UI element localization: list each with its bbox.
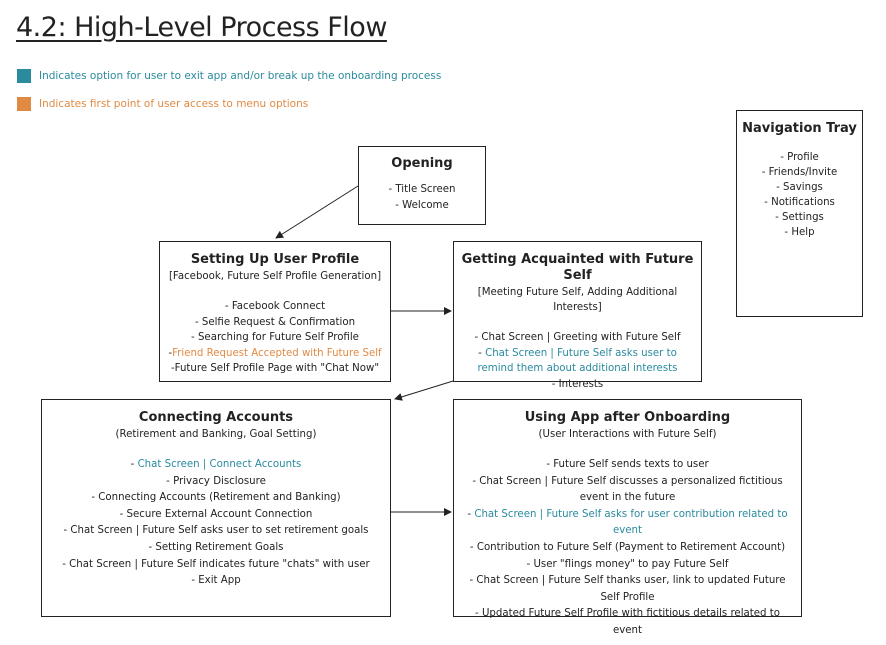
list-item: - Selfie Request & Confirmation — [194, 316, 356, 328]
box-subtitle: (Retirement and Banking, Goal Setting) — [115, 429, 317, 440]
list-item: - Updated Future Self Profile with ficti… — [475, 608, 780, 636]
list-item: - Chat Screen | Future Self indicates fu… — [62, 558, 370, 570]
list-item: - Chat Screen | Future Self asks for use… — [464, 507, 791, 540]
list-item: - Chat Screen | Future Self asks user to… — [468, 346, 687, 377]
accounts-box: Connecting Accounts (Retirement and Bank… — [41, 399, 391, 617]
box-title: Setting Up User Profile — [190, 252, 360, 267]
list-item: - User "flings money" to pay Future Self — [526, 558, 729, 570]
exit-option-text: Chat Screen | Future Self asks user to r… — [477, 347, 678, 375]
profile-box: Setting Up User Profile [Facebook, Futur… — [159, 241, 391, 382]
box-title: Connecting Accounts — [138, 410, 294, 425]
list-item: - Contribution to Future Self (Payment t… — [469, 541, 786, 553]
box-title: Navigation Tray — [742, 121, 857, 136]
legend-item-exit: Indicates option for user to exit app an… — [17, 69, 441, 83]
box-subtitle: [Meeting Future Self, Adding Additional … — [477, 287, 678, 313]
list-item: - Connecting Accounts (Retirement and Ba… — [91, 492, 341, 504]
nav-tray-item: - Settings — [775, 212, 824, 223]
acquainted-box: Getting Acquainted with Future Self [Mee… — [453, 241, 702, 390]
teal-swatch — [17, 69, 31, 83]
box-title: Using App after Onboarding — [524, 410, 731, 425]
arrow-acquainted-to-accounts — [394, 380, 454, 401]
list-item: - Chat Screen | Future Self asks user to… — [63, 525, 369, 537]
list-item: - Chat Screen | Greeting with Future Sel… — [474, 332, 681, 343]
box-title: Getting Acquainted with Future Self — [461, 252, 694, 283]
legend-text: Indicates first point of user access to … — [39, 98, 309, 110]
nav-tray-item: - Profile — [780, 152, 819, 163]
list-item: - Searching for Future Self Profile — [191, 332, 359, 343]
item-prefix: - — [168, 347, 173, 359]
exit-option-text: Chat Screen | Connect Accounts — [137, 459, 302, 470]
list-item: -Future Self Profile Page with "Chat Now… — [170, 363, 380, 374]
list-item: - Facebook Connect — [224, 301, 326, 312]
page-title: 4.2: High-Level Process Flow — [16, 12, 387, 43]
list-item: -Friend Request Accepted with Future Sel… — [160, 346, 390, 362]
list-item: - Welcome — [395, 199, 449, 211]
item-prefix: - — [467, 508, 475, 520]
orange-swatch — [17, 97, 31, 111]
list-item: - Setting Retirement Goals — [148, 541, 284, 553]
list-item: - Secure External Account Connection — [119, 508, 313, 520]
menu-access-text: Friend Request Accepted with Future Self — [172, 347, 382, 359]
nav-tray-item: - Savings — [776, 182, 823, 193]
using-box: Using App after Onboarding (User Interac… — [453, 399, 802, 636]
list-item: - Chat Screen | Future Self thanks user,… — [469, 575, 786, 603]
item-prefix: - — [478, 347, 486, 359]
list-item: - Chat Screen | Future Self discusses a … — [472, 475, 783, 504]
box-subtitle: (User Interactions with Future Self) — [538, 429, 717, 440]
box-subtitle: [Facebook, Future Self Profile Generatio… — [168, 271, 382, 282]
arrow-opening-to-profile — [275, 185, 359, 239]
list-item: - Exit App — [191, 575, 241, 587]
list-item: - Privacy Disclosure — [166, 475, 266, 487]
opening-box: Opening - Title Screen - Welcome — [358, 146, 486, 225]
nav-tray-item: - Notifications — [764, 197, 835, 208]
nav-tray-item: - Help — [784, 227, 815, 238]
list-item: - Future Self sends texts to user — [546, 459, 709, 470]
legend-text: Indicates option for user to exit app an… — [39, 70, 442, 82]
legend-item-menu: Indicates first point of user access to … — [17, 97, 308, 111]
item-prefix: - — [130, 459, 138, 470]
exit-option-text: Chat Screen | Future Self asks for user … — [474, 508, 788, 537]
list-item: - Chat Screen | Connect Accounts — [42, 457, 390, 474]
list-item: - Interests — [551, 378, 604, 390]
list-item: - Title Screen — [388, 184, 456, 195]
navigation-tray-box: Navigation Tray - Profile - Friends/Invit… — [736, 110, 863, 317]
nav-tray-item: - Friends/Invite — [761, 167, 838, 178]
box-title: Opening — [391, 156, 453, 171]
